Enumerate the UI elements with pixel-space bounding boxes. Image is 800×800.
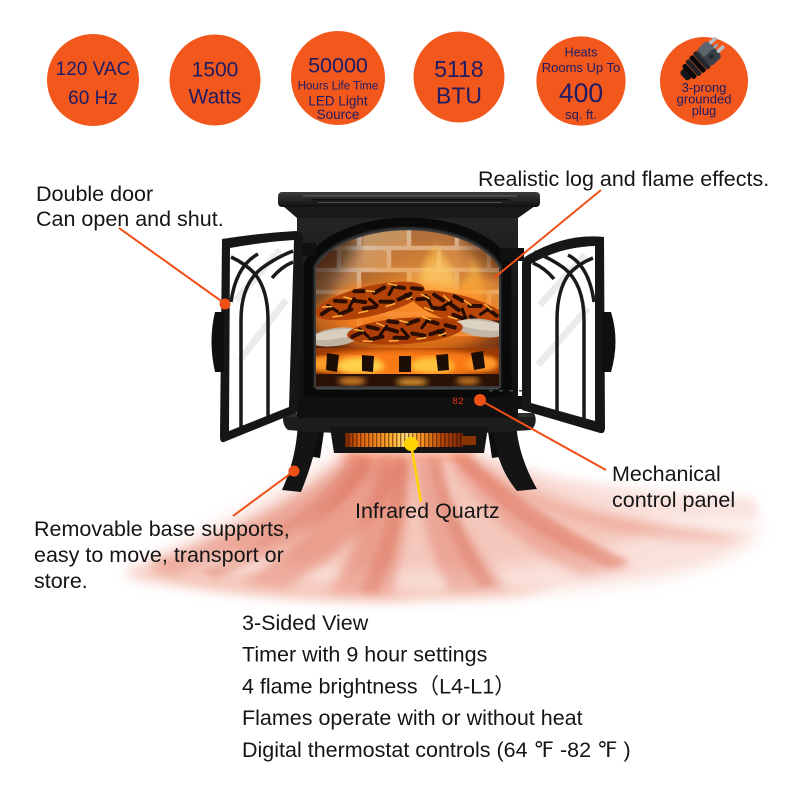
svg-text:50000: 50000 — [308, 54, 368, 78]
svg-text:Flames operate with or without: Flames operate with or without heat — [242, 706, 583, 730]
svg-text:Mechanical: Mechanical — [612, 462, 721, 486]
svg-text:4 flame brightness（L4-L1）: 4 flame brightness（L4-L1） — [242, 674, 516, 698]
svg-text:Hours Life Time: Hours Life Time — [298, 81, 379, 93]
svg-text:Timer with 9 hour settings: Timer with 9 hour settings — [242, 643, 487, 667]
svg-text:60 Hz: 60 Hz — [68, 88, 118, 109]
svg-text:control panel: control panel — [612, 488, 735, 512]
svg-text:3-prong: 3-prong — [682, 80, 727, 95]
svg-text:5118: 5118 — [434, 56, 483, 82]
svg-text:Source: Source — [317, 107, 360, 122]
svg-text:Heats: Heats — [565, 45, 598, 59]
svg-text:82: 82 — [452, 397, 464, 408]
svg-text:sq. ft.: sq. ft. — [565, 107, 597, 122]
svg-text:BTU: BTU — [436, 83, 482, 109]
svg-text:400: 400 — [559, 78, 603, 108]
svg-text:Realistic log and flame effect: Realistic log and flame effects. — [478, 167, 769, 191]
svg-text:Rooms Up To: Rooms Up To — [542, 60, 621, 75]
svg-text:Double door: Double door — [36, 182, 153, 206]
svg-text:1500: 1500 — [192, 59, 239, 82]
svg-text:120 VAC: 120 VAC — [56, 59, 131, 80]
svg-text:Digital thermostat controls (6: Digital thermostat controls (64 ℉ -82 ℉ … — [242, 738, 631, 762]
svg-text:LED Light: LED Light — [308, 94, 368, 109]
svg-text:3-Sided View: 3-Sided View — [242, 611, 369, 635]
svg-text:plug: plug — [692, 103, 717, 118]
svg-text:Infrared Quartz: Infrared Quartz — [355, 499, 500, 523]
svg-text:Watts: Watts — [189, 86, 242, 109]
svg-text:easy to move, transport or: easy to move, transport or — [34, 543, 284, 567]
svg-text:grounded: grounded — [677, 92, 732, 107]
svg-text:store.: store. — [34, 569, 88, 593]
svg-text:Removable base supports,: Removable base supports, — [34, 517, 290, 541]
svg-text:Can open and shut.: Can open and shut. — [36, 207, 224, 231]
